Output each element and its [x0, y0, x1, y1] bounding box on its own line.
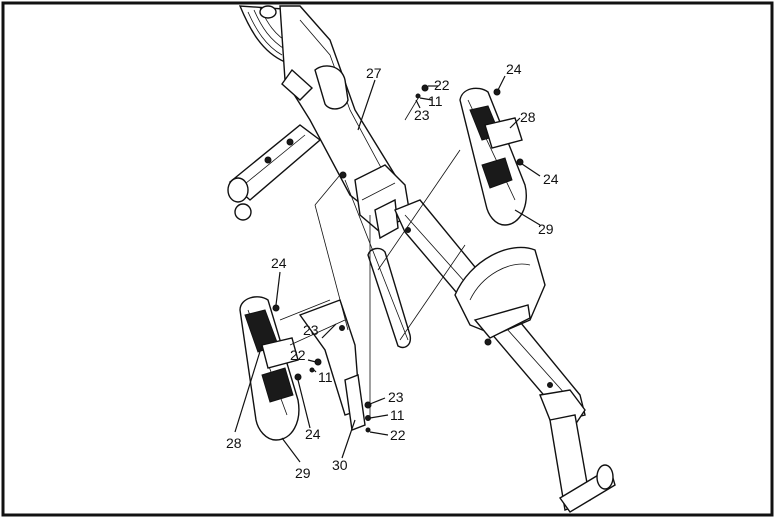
callout-27: 27 [366, 65, 382, 81]
rear-stabilizer [227, 124, 322, 221]
footrest-support-30 [298, 247, 412, 431]
callout-28: 28 [520, 109, 536, 125]
callout-11: 11 [390, 407, 405, 423]
callout-labels: 27 22 11 23 24 28 24 29 24 23 22 11 28 2… [226, 61, 559, 481]
callout-22: 22 [434, 77, 450, 93]
right-footplate [459, 87, 527, 226]
leader-lines [234, 75, 541, 463]
callout-24: 24 [271, 255, 287, 271]
fasteners [272, 84, 524, 433]
front-stand [545, 414, 616, 516]
left-footplate [239, 296, 300, 441]
callout-28: 28 [226, 435, 242, 451]
callout-11: 11 [318, 369, 333, 385]
callout-24: 24 [506, 61, 522, 77]
callout-23: 23 [388, 389, 404, 405]
callout-23: 23 [303, 322, 319, 338]
callout-29: 29 [295, 465, 311, 481]
seat [454, 246, 546, 346]
callout-22: 22 [290, 347, 306, 363]
callout-24: 24 [543, 171, 559, 187]
diagram-border [1, 1, 774, 517]
callout-30: 30 [332, 457, 348, 473]
callout-23: 23 [414, 107, 430, 123]
callout-24: 24 [305, 426, 321, 442]
callout-22: 22 [390, 427, 406, 443]
callout-29: 29 [538, 221, 554, 237]
rail-bracket [354, 164, 411, 240]
assembly-guide-lines [279, 94, 466, 420]
callout-11: 11 [428, 93, 443, 109]
